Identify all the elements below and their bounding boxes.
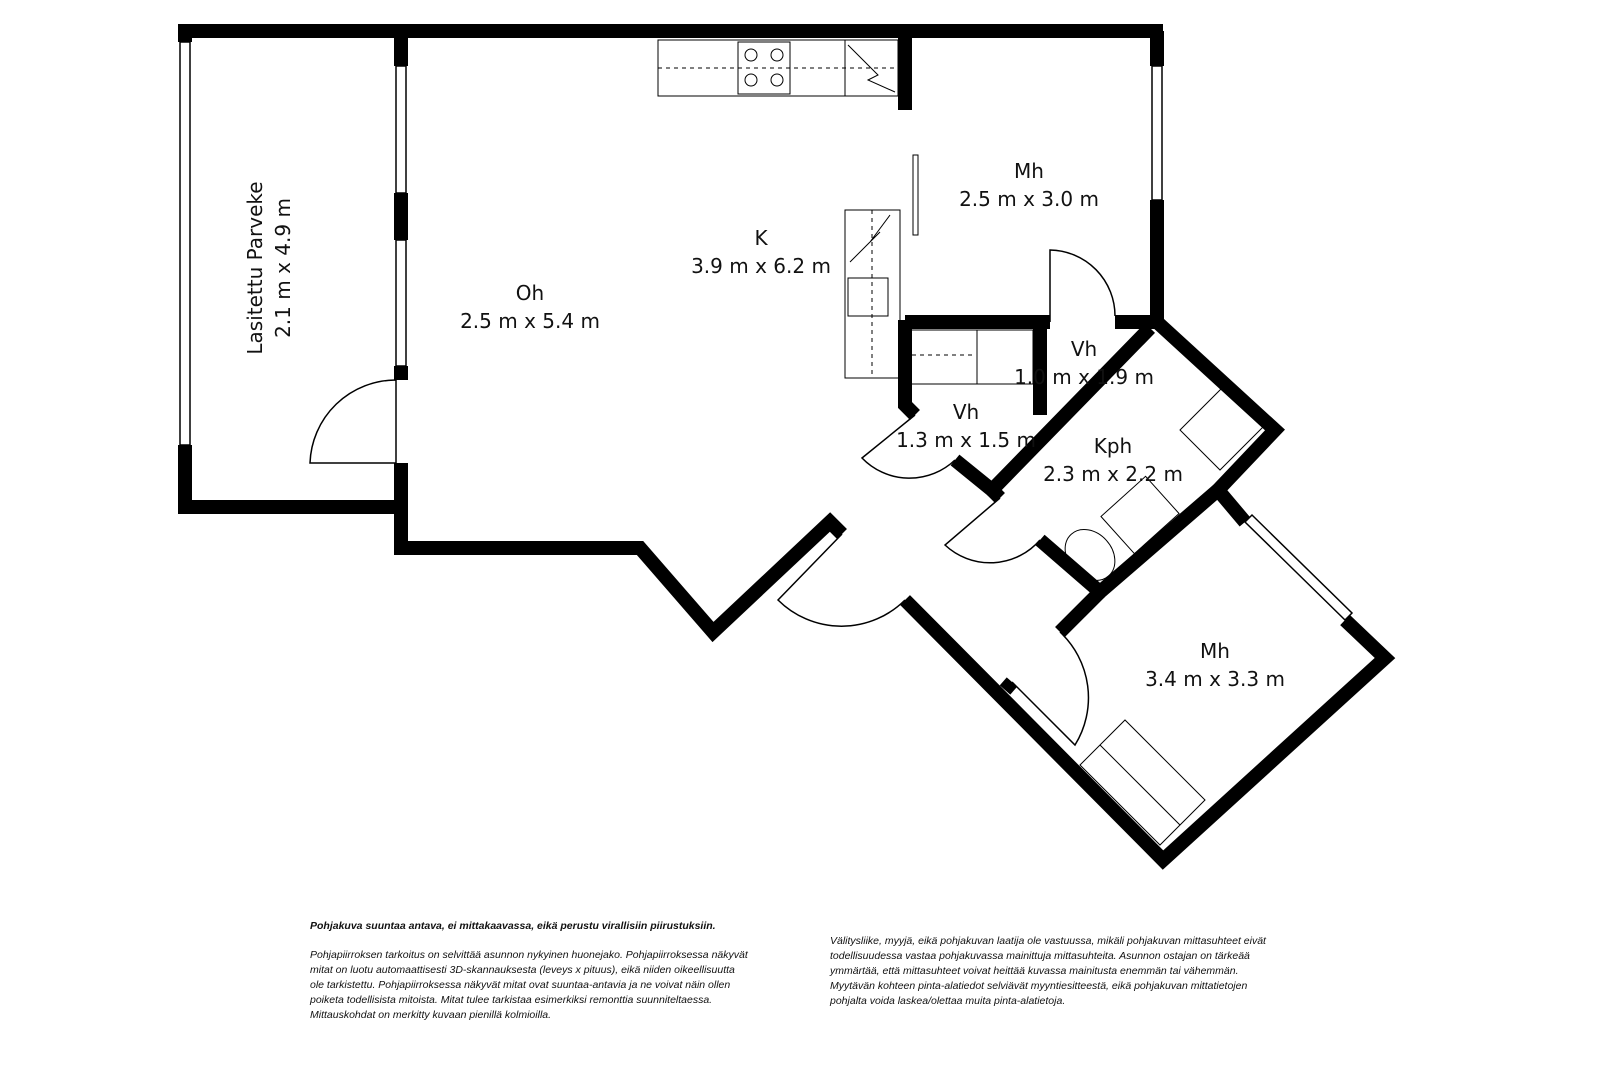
room-name-living: Oh — [516, 281, 544, 305]
window-living-2 — [395, 239, 407, 367]
door-balcony — [309, 379, 397, 464]
room-size-bathroom: 2.3 m x 2.2 m — [1043, 462, 1183, 486]
disclaimer-heading: Pohjakuva suuntaa antava, ei mittakaavas… — [310, 920, 716, 932]
window-balcony — [179, 41, 191, 446]
fridge-icon — [844, 39, 899, 97]
wall-bedroom2-left-2 — [999, 677, 1018, 695]
wardrobe — [1079, 719, 1206, 846]
room-name-closet2: Vh — [953, 400, 979, 424]
room-size-bedroom1: 2.5 m x 3.0 m — [959, 187, 1099, 211]
room-name-balcony: Lasitettu Parveke — [243, 181, 267, 354]
room-name-bedroom2: Mh — [1200, 639, 1230, 663]
room-size-closet2: 1.3 m x 1.5 m — [896, 428, 1036, 452]
fixtures — [657, 39, 1266, 846]
bath-sink-icon — [1100, 475, 1180, 555]
room-name-bedroom1: Mh — [1014, 159, 1044, 183]
window-living-1 — [395, 65, 407, 194]
room-name-bathroom: Kph — [1094, 434, 1133, 458]
sliding-door — [912, 154, 919, 236]
wall-bath-left — [987, 485, 1005, 503]
window-bedroom2 — [1243, 513, 1354, 622]
closet-shelf — [909, 329, 1034, 385]
windows — [179, 41, 1354, 622]
disclaimer-right: Välitysliike, myyjä, eikä pohjakuvan laa… — [830, 934, 1270, 1023]
wall-bedroom2-right — [1152, 316, 1285, 527]
wall-balcony-living-4 — [394, 463, 847, 643]
toilet-icon — [1064, 529, 1116, 581]
stove-icon — [737, 41, 791, 95]
room-size-bedroom2: 3.4 m x 3.3 m — [1145, 667, 1285, 691]
room-name-kitchen: K — [754, 226, 768, 250]
sink-icon — [847, 277, 889, 317]
door-bedroom1 — [1049, 249, 1116, 322]
room-labels: Lasitettu Parveke 2.1 m x 4.9 m Oh 2.5 m… — [243, 159, 1285, 691]
disclaimer-left-text: Pohjapiirroksen tarkoitus on selvittää a… — [310, 949, 748, 1021]
door-entrance — [776, 533, 906, 627]
disclaimer-left: Pohjakuva suuntaa antava, ei mittakaavas… — [310, 919, 750, 1037]
room-size-balcony: 2.1 m x 4.9 m — [271, 198, 295, 338]
room-name-closet1: Vh — [1071, 337, 1097, 361]
walls — [178, 24, 1396, 870]
room-size-kitchen: 3.9 m x 6.2 m — [691, 254, 831, 278]
room-size-living: 2.5 m x 5.4 m — [460, 309, 600, 333]
wall-bedroom1-left-2 — [898, 320, 920, 420]
door-bedroom2 — [1011, 631, 1090, 747]
doors — [309, 249, 1116, 747]
wall-hall-diagonal — [900, 595, 1396, 870]
wall-balcony-left — [178, 445, 401, 514]
shower-icon — [1179, 384, 1266, 471]
door-bathroom — [943, 497, 1041, 564]
window-bedroom1 — [1151, 65, 1163, 201]
door-closet — [860, 414, 956, 479]
disclaimer-right-text: Välitysliike, myyjä, eikä pohjakuvan laa… — [830, 935, 1266, 1007]
room-size-closet1: 1.0 m x 1.9 m — [1014, 365, 1154, 389]
wall-bedroom2-left — [1055, 587, 1105, 637]
